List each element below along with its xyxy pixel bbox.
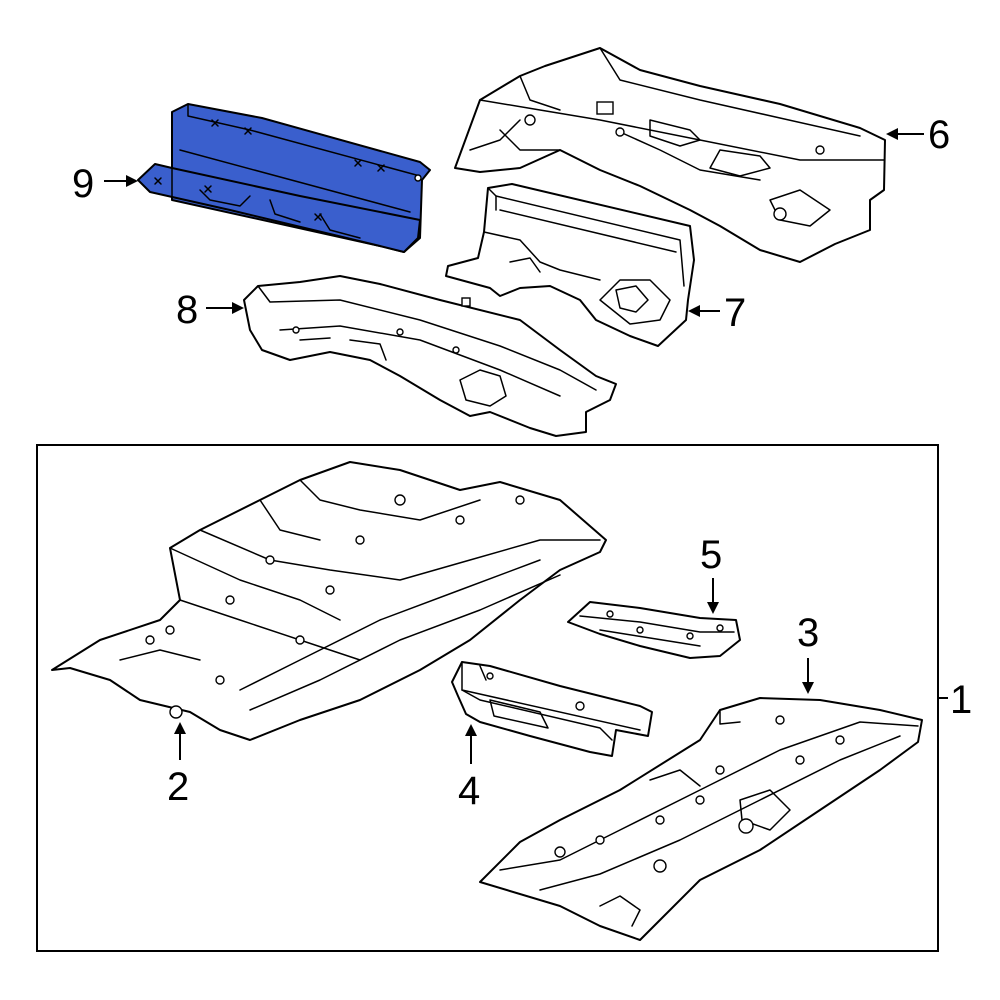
callout-7-arrow	[688, 305, 700, 317]
callout-5-label: 5	[700, 533, 722, 577]
callout-9-arrow	[126, 175, 138, 187]
callout-3-label: 3	[797, 611, 819, 655]
callout-8-label: 8	[176, 288, 198, 332]
callout-4-label: 4	[458, 769, 480, 813]
part-7-panel[interactable]	[445, 183, 695, 347]
part-2-panel[interactable]	[51, 461, 607, 741]
callout-3-arrow	[802, 682, 814, 694]
callout-2-label: 2	[167, 765, 189, 809]
callout-3[interactable]: 3	[797, 611, 819, 694]
callout-1-label: 1	[950, 678, 972, 722]
part-6-panel[interactable]	[454, 47, 886, 263]
callout-8-arrow	[232, 302, 244, 314]
part-4-panel[interactable]	[451, 661, 653, 757]
callout-6-label: 6	[928, 113, 950, 157]
callout-9-label: 9	[72, 162, 94, 206]
callout-8[interactable]: 8	[176, 288, 244, 332]
callout-4-arrow	[465, 724, 477, 736]
callout-4[interactable]: 4	[458, 724, 480, 813]
part-9-floor-flange	[137, 163, 421, 253]
callout-5-arrow	[707, 602, 719, 614]
callout-9[interactable]: 9	[72, 162, 138, 206]
part-8-panel[interactable]	[243, 275, 617, 437]
part-5-panel[interactable]	[567, 601, 741, 659]
part-3-panel[interactable]	[479, 697, 923, 941]
callout-1[interactable]: 1	[938, 678, 972, 722]
callout-7[interactable]: 7	[688, 291, 746, 335]
callout-5[interactable]: 5	[700, 533, 722, 614]
callout-6-arrow	[886, 128, 898, 140]
callout-7-label: 7	[724, 291, 746, 335]
callout-6[interactable]: 6	[886, 113, 950, 157]
part-9-panel[interactable]	[137, 103, 431, 253]
callout-2-arrow	[174, 722, 186, 734]
callout-2[interactable]: 2	[167, 722, 189, 809]
